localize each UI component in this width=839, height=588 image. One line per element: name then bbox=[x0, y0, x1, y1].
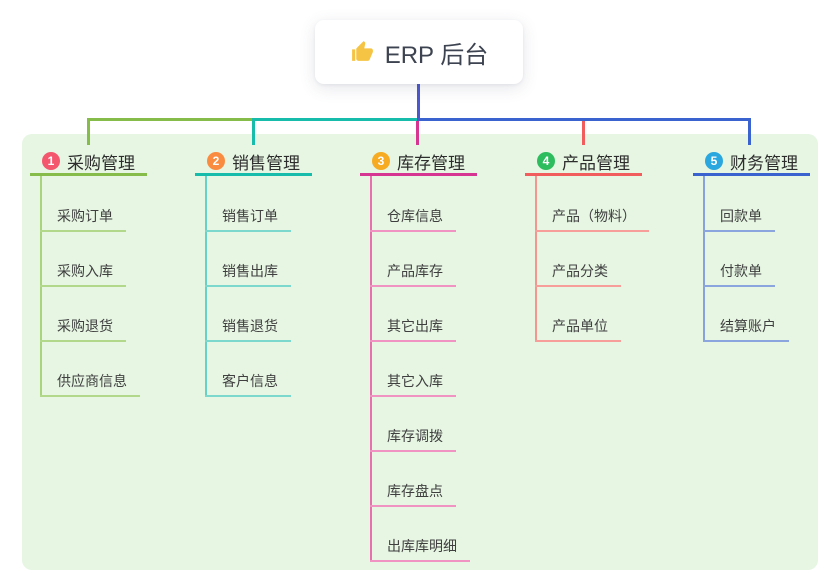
branch-header-inventory[interactable]: 3 库存管理 bbox=[360, 149, 477, 176]
child-node[interactable]: 销售出库 bbox=[205, 262, 291, 287]
drop-line-product bbox=[582, 121, 585, 145]
child-node[interactable]: 其它出库 bbox=[370, 317, 456, 342]
branch-label: 销售管理 bbox=[232, 153, 300, 173]
bus-line-sales bbox=[252, 118, 419, 121]
branch-label: 财务管理 bbox=[730, 153, 798, 173]
branch-product-management: 4 产品管理 产品（物料） 产品分类 产品单位 bbox=[525, 149, 690, 342]
child-node[interactable]: 付款单 bbox=[703, 262, 775, 287]
branch-header-product[interactable]: 4 产品管理 bbox=[525, 149, 642, 176]
branch-sales-management: 2 销售管理 销售订单 销售出库 销售退货 客户信息 bbox=[195, 149, 360, 397]
branch-number-badge: 3 bbox=[372, 152, 390, 170]
child-node[interactable]: 其它入库 bbox=[370, 372, 456, 397]
branch-stem-line bbox=[370, 176, 372, 562]
child-node[interactable]: 结算账户 bbox=[703, 317, 789, 342]
branch-header-sales[interactable]: 2 销售管理 bbox=[195, 149, 312, 176]
branch-number-badge: 4 bbox=[537, 152, 555, 170]
child-node[interactable]: 产品库存 bbox=[370, 262, 456, 287]
child-node[interactable]: 采购订单 bbox=[40, 207, 126, 232]
branch-label: 采购管理 bbox=[67, 153, 135, 173]
child-node[interactable]: 产品单位 bbox=[535, 317, 621, 342]
branch-purchase-management: 1 采购管理 采购订单 采购入库 采购退货 供应商信息 bbox=[30, 149, 195, 397]
branch-number-badge: 1 bbox=[42, 152, 60, 170]
branch-stem-line bbox=[703, 176, 705, 342]
thumbs-up-icon bbox=[351, 40, 373, 61]
child-node[interactable]: 库存调拨 bbox=[370, 427, 456, 452]
child-node[interactable]: 客户信息 bbox=[205, 372, 291, 397]
branch-label: 产品管理 bbox=[562, 153, 630, 173]
branch-number-badge: 5 bbox=[705, 152, 723, 170]
drop-line-inventory bbox=[416, 121, 419, 145]
branch-header-purchase[interactable]: 1 采购管理 bbox=[30, 149, 147, 176]
child-node[interactable]: 供应商信息 bbox=[40, 372, 140, 397]
child-node[interactable]: 采购退货 bbox=[40, 317, 126, 342]
branch-stem-line bbox=[535, 176, 537, 342]
branch-number-badge: 2 bbox=[207, 152, 225, 170]
root-node[interactable]: ERP 后台 bbox=[315, 20, 523, 84]
root-title: ERP 后台 bbox=[384, 41, 489, 69]
branch-inventory-management: 3 库存管理 仓库信息 产品库存 其它出库 其它入库 库存调拨 库存盘点 出库库… bbox=[360, 149, 525, 562]
child-node[interactable]: 回款单 bbox=[703, 207, 775, 232]
branch-finance-management: 5 财务管理 回款单 付款单 结算账户 bbox=[693, 149, 839, 342]
child-node[interactable]: 出库库明细 bbox=[370, 537, 470, 562]
branch-header-finance[interactable]: 5 财务管理 bbox=[693, 149, 810, 176]
child-node[interactable]: 产品（物料） bbox=[535, 207, 649, 232]
child-node[interactable]: 销售退货 bbox=[205, 317, 291, 342]
branches-panel bbox=[22, 134, 818, 570]
bus-line-finance bbox=[418, 118, 751, 121]
child-node[interactable]: 产品分类 bbox=[535, 262, 621, 287]
child-node[interactable]: 销售订单 bbox=[205, 207, 291, 232]
drop-line-finance bbox=[748, 118, 751, 145]
drop-line-sales bbox=[252, 118, 255, 145]
bus-line-purchase bbox=[87, 118, 254, 121]
root-trunk-connector bbox=[417, 84, 420, 121]
child-node[interactable]: 采购入库 bbox=[40, 262, 126, 287]
child-node[interactable]: 库存盘点 bbox=[370, 482, 456, 507]
branch-label: 库存管理 bbox=[397, 153, 465, 173]
child-node[interactable]: 仓库信息 bbox=[370, 207, 456, 232]
drop-line-purchase bbox=[87, 118, 90, 145]
